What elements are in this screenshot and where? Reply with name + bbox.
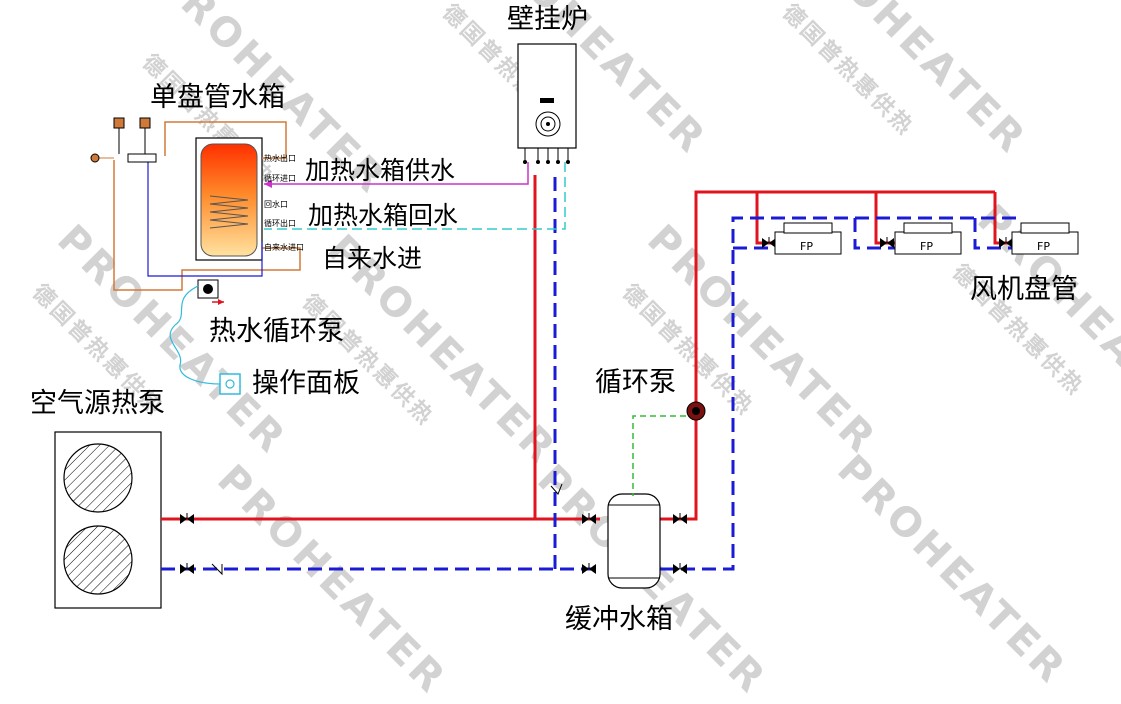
label-tap-water: 自来水进 bbox=[322, 244, 423, 273]
cold-water-pipe bbox=[147, 160, 263, 277]
tank-heating-supply-line bbox=[264, 162, 529, 185]
label-panel: 操作面板 bbox=[252, 368, 360, 399]
check-valves bbox=[211, 483, 563, 576]
label-hw-pump: 热水循环泵 bbox=[209, 316, 344, 347]
label-heat-pump: 空气源热泵 bbox=[30, 388, 165, 419]
label-boiler: 壁挂炉 bbox=[507, 4, 588, 35]
control-panel-icon bbox=[219, 373, 241, 395]
port-circ-out: 循环出口 bbox=[264, 218, 296, 228]
label-buffer-tank: 缓冲水箱 bbox=[565, 604, 673, 635]
air-source-heat-pump bbox=[54, 431, 162, 609]
wall-hung-boiler bbox=[517, 43, 577, 164]
return-pipe bbox=[161, 175, 1020, 571]
port-circ-in: 循环进口 bbox=[264, 173, 296, 183]
diagram-canvas: PROHEATER 德国普热惠供热 PROHEATER 德国普热惠供热 PROH… bbox=[27, 0, 1121, 704]
tank-heating-return-line bbox=[264, 162, 566, 230]
circulation-pump bbox=[686, 401, 706, 421]
label-tank: 单盘管水箱 bbox=[150, 82, 285, 113]
label-circ-pump: 循环泵 bbox=[595, 367, 676, 398]
port-cold-in: 自来水进口 bbox=[264, 242, 304, 252]
fp-label-1: FP bbox=[800, 240, 813, 253]
single-coil-tank bbox=[195, 137, 263, 261]
label-fan-coil: 风机盘管 bbox=[970, 274, 1078, 305]
fp-label-2: FP bbox=[920, 240, 933, 253]
fan-coil-units bbox=[774, 222, 1079, 255]
port-hot-out: 热水出口 bbox=[264, 153, 296, 163]
control-wire bbox=[169, 285, 221, 385]
buffer-tank bbox=[607, 493, 661, 589]
hot-water-pump bbox=[197, 279, 224, 305]
signal-line bbox=[632, 415, 686, 496]
label-heat-supply: 加热水箱供水 bbox=[305, 156, 456, 185]
fixtures bbox=[90, 117, 157, 163]
fp-label-3: FP bbox=[1037, 240, 1050, 253]
valves bbox=[179, 236, 1014, 575]
schematic: 热水出口 循环进口 回水口 循环出口 自来水进口 FP FP FP bbox=[54, 43, 1079, 609]
port-return: 回水口 bbox=[264, 199, 288, 209]
label-heat-return: 加热水箱回水 bbox=[308, 201, 459, 230]
